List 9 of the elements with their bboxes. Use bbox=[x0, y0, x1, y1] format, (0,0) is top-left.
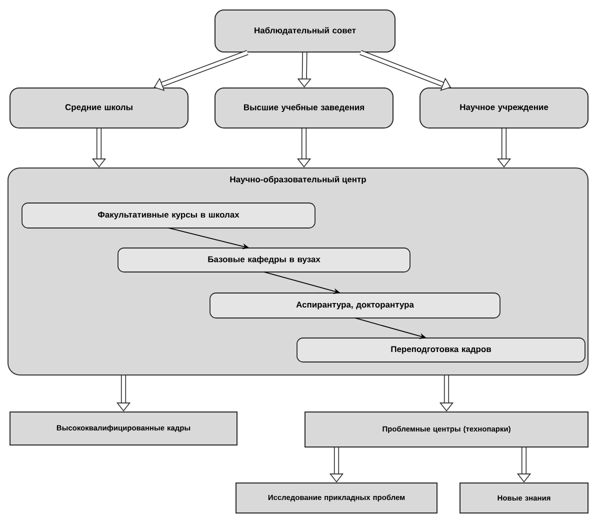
stage-box: Переподготовка кадров bbox=[296, 338, 586, 362]
rounded-box: Средние школы bbox=[10, 88, 188, 128]
panel-title: Научно-образовательный центр bbox=[230, 176, 366, 184]
rounded-box: Наблюдательный совет bbox=[214, 10, 396, 52]
stage-box: Базовые кафедры в вузах bbox=[118, 248, 410, 272]
rounded-box: Научное учреждение bbox=[420, 88, 588, 128]
stage-box: Факультативные курсы в школах bbox=[22, 202, 316, 228]
stage-box: Аспирантура, докторантура bbox=[210, 292, 500, 318]
rounded-box: Высшие учебные заведения bbox=[214, 88, 394, 128]
